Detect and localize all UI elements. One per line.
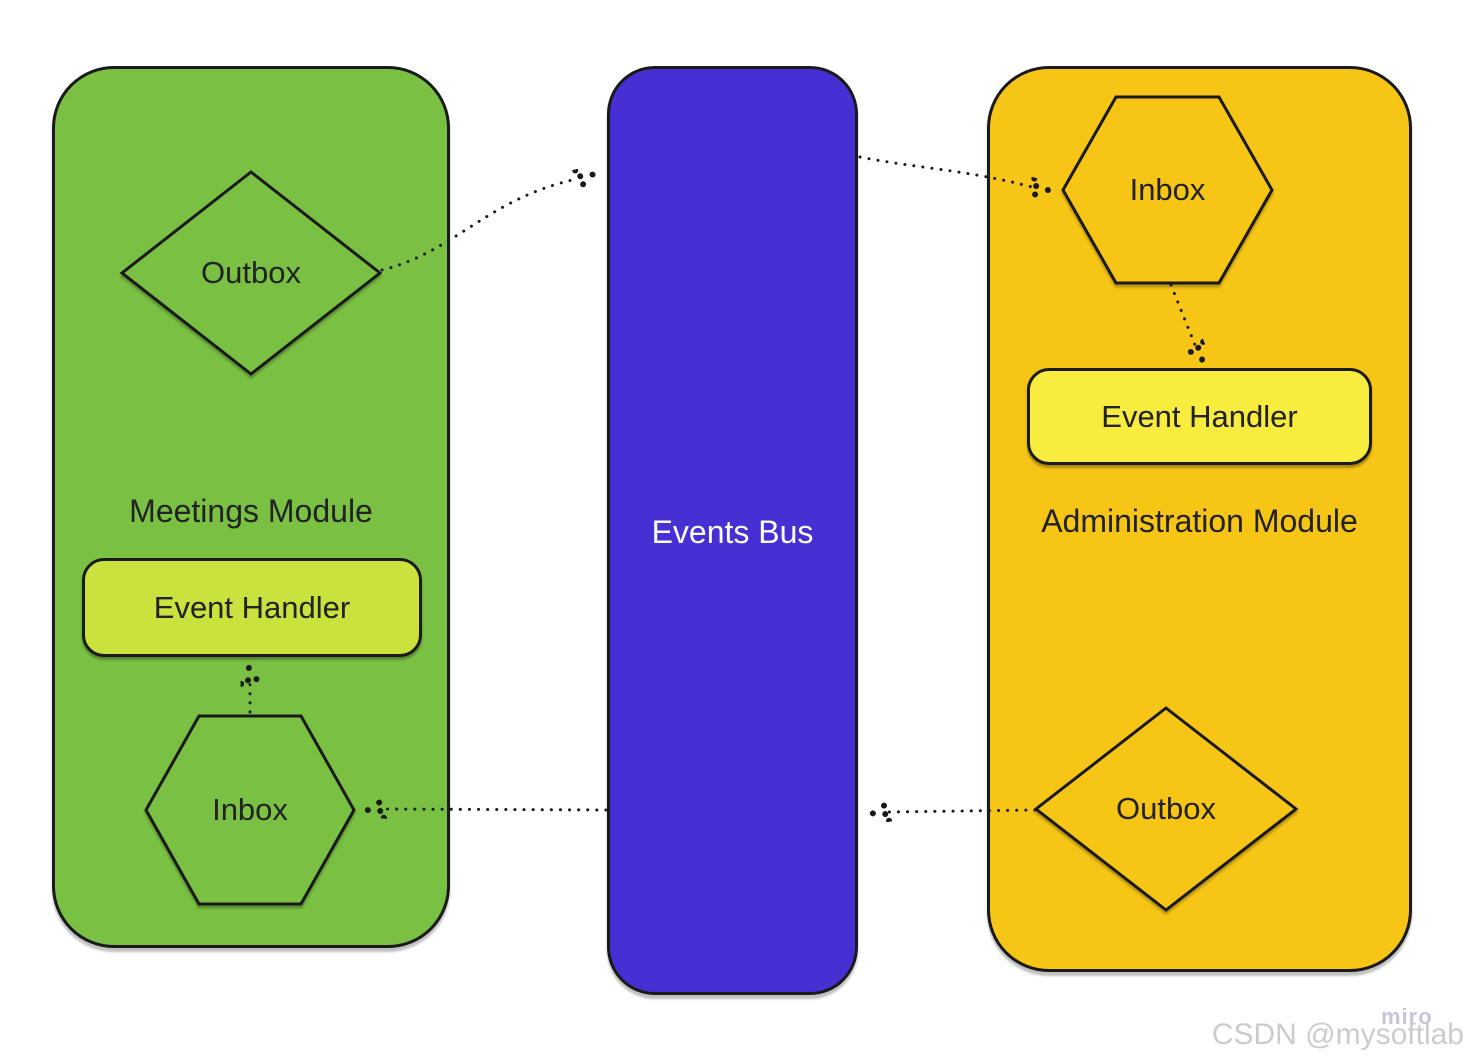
hexagon-shape-icon	[144, 714, 356, 906]
administration-outbox-label: Outbox	[1116, 791, 1216, 826]
meetings-outbox-diamond[interactable]: Outbox	[119, 169, 383, 377]
administration-outbox-diamond[interactable]: Outbox	[1033, 705, 1299, 913]
meetings-inbox-label: Inbox	[212, 792, 288, 827]
events-bus-container[interactable]: Events Bus	[607, 66, 858, 995]
administration-inbox-hexagon[interactable]: Inbox	[1060, 94, 1275, 286]
administration-inbox-label: Inbox	[1129, 172, 1206, 207]
administration-event-handler-label: Event Handler	[1101, 398, 1298, 434]
meetings-inbox-hexagon[interactable]: Inbox	[143, 713, 357, 907]
csdn-watermark: CSDN @mysoftlab	[1211, 1018, 1464, 1051]
meetings-event-handler-box[interactable]: Event Handler	[82, 558, 422, 657]
diamond-shape-icon	[1033, 706, 1299, 912]
miro-watermark: miro	[1381, 1004, 1433, 1029]
meetings-module-title: Meetings Module	[129, 493, 373, 529]
meetings-event-handler-label: Event Handler	[153, 589, 351, 625]
events-bus-title: Events Bus	[651, 514, 814, 550]
diamond-shape-icon	[119, 170, 383, 376]
administration-module-title: Administration Module	[1041, 503, 1358, 539]
meetings-outbox-label: Outbox	[201, 255, 301, 290]
hexagon-shape-icon	[1061, 95, 1274, 285]
administration-event-handler-box[interactable]: Event Handler	[1027, 368, 1372, 465]
